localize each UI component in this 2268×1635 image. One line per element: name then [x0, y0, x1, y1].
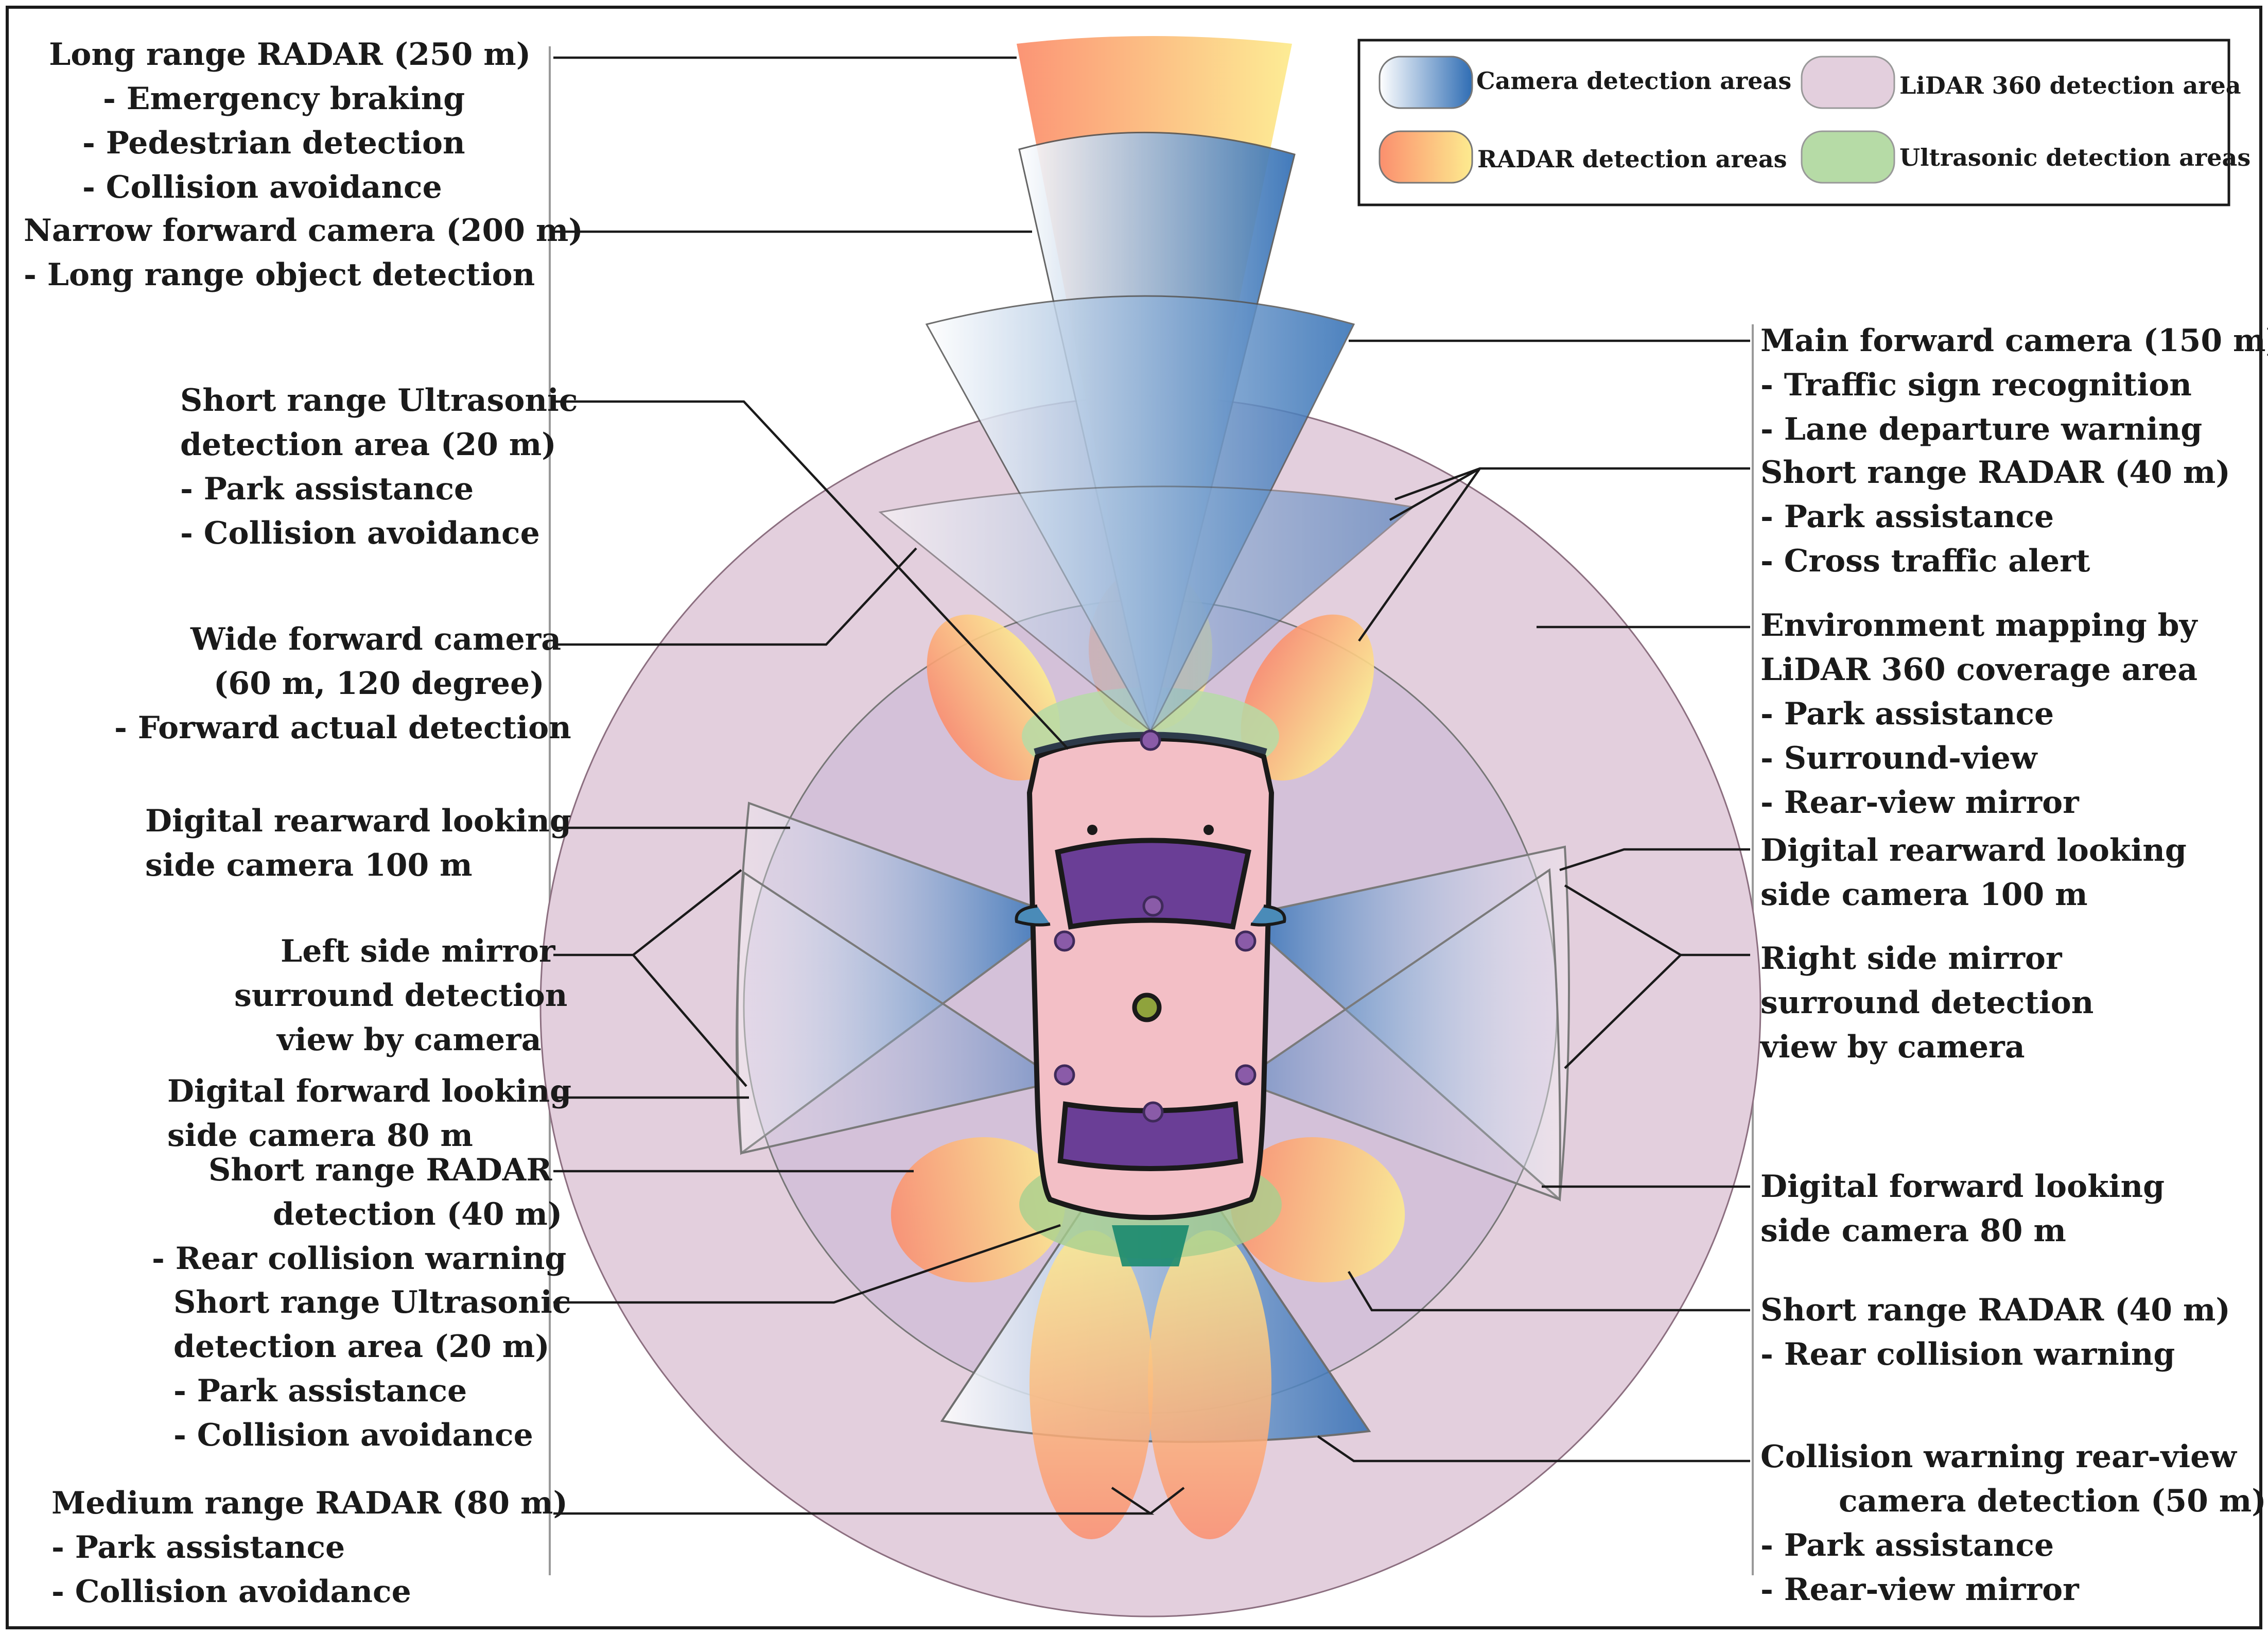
- label-lidar-environment-mapping: Environment mapping by LiDAR 360 coverag…: [1760, 607, 2208, 821]
- legend-label-radar: RADAR detection areas: [1477, 145, 1787, 173]
- label-line: (60 m, 120 degree): [214, 666, 545, 702]
- label-line: - Forward actual detection: [114, 710, 571, 746]
- label-long-range-radar: Long range RADAR (250 m) - Emergency bra…: [49, 37, 542, 205]
- left-side-camera-fans: [736, 802, 1063, 1155]
- label-line: - Rear collision warning: [152, 1241, 566, 1277]
- label-line: - Collision avoidance: [180, 515, 540, 551]
- label-line: Right side mirror: [1760, 941, 2063, 977]
- label-line: - Surround-view: [1760, 740, 2038, 776]
- label-line: - Park assistance: [180, 471, 474, 507]
- label-left-rearward-side-camera: Digital rearward looking side camera 100…: [145, 803, 582, 883]
- label-line: LiDAR 360 coverage area: [1760, 652, 2197, 688]
- left-labels: Long range RADAR (250 m) - Emergency bra…: [24, 37, 594, 1610]
- label-short-range-radar-rear-right: Short range RADAR (40 m) - Rear collisio…: [1760, 1292, 2241, 1372]
- label-line: detection area (20 m): [173, 1329, 550, 1365]
- label-line: Short range Ultrasonic: [180, 382, 578, 419]
- right-labels: Main forward camera (150 m) - Traffic si…: [1759, 323, 2268, 1608]
- label-rear-view-camera: Collision warning rear-view camera detec…: [1760, 1439, 2268, 1608]
- label-right-rearward-side-camera: Digital rearward looking side camera 100…: [1760, 832, 2197, 913]
- label-line: detection (40 m): [273, 1196, 562, 1232]
- label-line: side camera 80 m: [167, 1118, 473, 1154]
- label-line: camera detection (50 m): [1839, 1483, 2266, 1519]
- label-line: view by camera: [1759, 1029, 2025, 1065]
- label-line: - Collision avoidance: [173, 1417, 533, 1453]
- legend-label-ultrasonic: Ultrasonic detection areas: [1899, 144, 2250, 171]
- legend-swatch-camera: [1379, 56, 1473, 109]
- label-line: Short range Ultrasonic: [173, 1284, 571, 1320]
- label-right-forward-side-camera: Digital forward looking side camera 80 m: [1760, 1169, 2175, 1249]
- label-line: surround detection: [1760, 985, 2093, 1021]
- legend-label-camera: Camera detection areas: [1476, 67, 1791, 95]
- right-side-camera-fans: [1238, 845, 1570, 1202]
- label-wide-forward-camera: Wide forward camera (60 m, 120 degree) -…: [114, 621, 572, 746]
- label-line: - Park assistance: [1760, 499, 2054, 535]
- label-medium-range-radar: Medium range RADAR (80 m) - Park assista…: [51, 1485, 579, 1610]
- label-short-range-radar-front: Short range RADAR (40 m) - Park assistan…: [1760, 455, 2241, 579]
- label-line: side camera 100 m: [145, 847, 473, 883]
- label-short-range-radar-rear-left: Short range RADAR detection (40 m) - Rea…: [152, 1152, 573, 1277]
- label-line: - Rear-view mirror: [1760, 785, 2080, 821]
- label-line: Wide forward camera: [190, 621, 561, 657]
- label-line: Short range RADAR (40 m): [1760, 1292, 2230, 1328]
- label-line: - Cross traffic alert: [1760, 543, 2090, 579]
- label-line: - Collision avoidance: [82, 169, 442, 205]
- label-line: Collision warning rear-view: [1760, 1439, 2237, 1475]
- label-line: - Pedestrian detection: [82, 125, 465, 161]
- label-line: - Collision avoidance: [51, 1574, 411, 1610]
- wide-forward-camera: [878, 485, 1415, 732]
- ultrasonic-rear-core: [1112, 1225, 1189, 1266]
- car: [1015, 732, 1286, 1221]
- label-right-side-mirror: Right side mirror surround detection vie…: [1759, 941, 2104, 1065]
- label-left-side-mirror: Left side mirror surround detection view…: [234, 933, 578, 1058]
- label-line: Narrow forward camera (200 m): [24, 213, 583, 249]
- label-line: surround detection: [234, 978, 567, 1014]
- label-line: side camera 80 m: [1760, 1213, 2066, 1249]
- label-line: Medium range RADAR (80 m): [51, 1485, 568, 1521]
- label-line: Environment mapping by: [1760, 607, 2199, 643]
- label-line: Short range RADAR (40 m): [1760, 455, 2230, 491]
- outer-frame: [6, 6, 2262, 1629]
- label-line: - Lane departure warning: [1760, 411, 2202, 447]
- label-line: detection area (20 m): [180, 427, 556, 463]
- leader-lines: [553, 56, 1750, 1515]
- label-line: Digital rearward looking: [1760, 832, 2187, 868]
- label-line: Main forward camera (150 m): [1760, 323, 2268, 359]
- lidar-roof-dot: [1132, 993, 1162, 1022]
- sensor-dots: [1054, 729, 1257, 1123]
- label-line: - Park assistance: [173, 1373, 467, 1409]
- label-line: - Park assistance: [1760, 1527, 2054, 1563]
- label-line: - Rear-view mirror: [1760, 1572, 2080, 1608]
- legend-swatch-lidar: [1801, 56, 1895, 109]
- label-line: Left side mirror: [281, 933, 556, 969]
- label-line: view by camera: [276, 1022, 542, 1058]
- label-line: Digital forward looking: [167, 1073, 571, 1109]
- label-line: - Rear collision warning: [1760, 1336, 2175, 1372]
- label-line: Short range RADAR: [208, 1152, 552, 1188]
- label-short-range-ultrasonic-rear: Short range Ultrasonic detection area (2…: [173, 1284, 582, 1453]
- label-line: Digital rearward looking: [145, 803, 571, 839]
- label-narrow-forward-camera: Narrow forward camera (200 m) - Long ran…: [24, 213, 594, 293]
- label-line: - Park assistance: [1760, 696, 2054, 732]
- label-short-range-ultrasonic-front: Short range Ultrasonic detection area (2…: [180, 382, 588, 551]
- label-line: side camera 100 m: [1760, 877, 2088, 913]
- label-main-forward-camera: Main forward camera (150 m) - Traffic si…: [1760, 323, 2268, 447]
- label-line: - Long range object detection: [24, 257, 535, 293]
- label-line: Digital forward looking: [1760, 1169, 2165, 1205]
- label-line: - Park assistance: [51, 1529, 345, 1566]
- label-line: Long range RADAR (250 m): [49, 37, 531, 73]
- label-line: - Traffic sign recognition: [1760, 367, 2192, 403]
- legend-swatch-ultrasonic: [1801, 130, 1895, 184]
- legend: Camera detection areas RADAR detection a…: [1357, 39, 2250, 206]
- legend-label-lidar: LiDAR 360 detection area: [1899, 72, 2241, 99]
- label-line: - Emergency braking: [103, 81, 465, 117]
- legend-box: [1357, 39, 2230, 206]
- label-left-forward-side-camera: Digital forward looking side camera 80 m: [167, 1073, 582, 1154]
- legend-swatch-radar: [1379, 130, 1473, 184]
